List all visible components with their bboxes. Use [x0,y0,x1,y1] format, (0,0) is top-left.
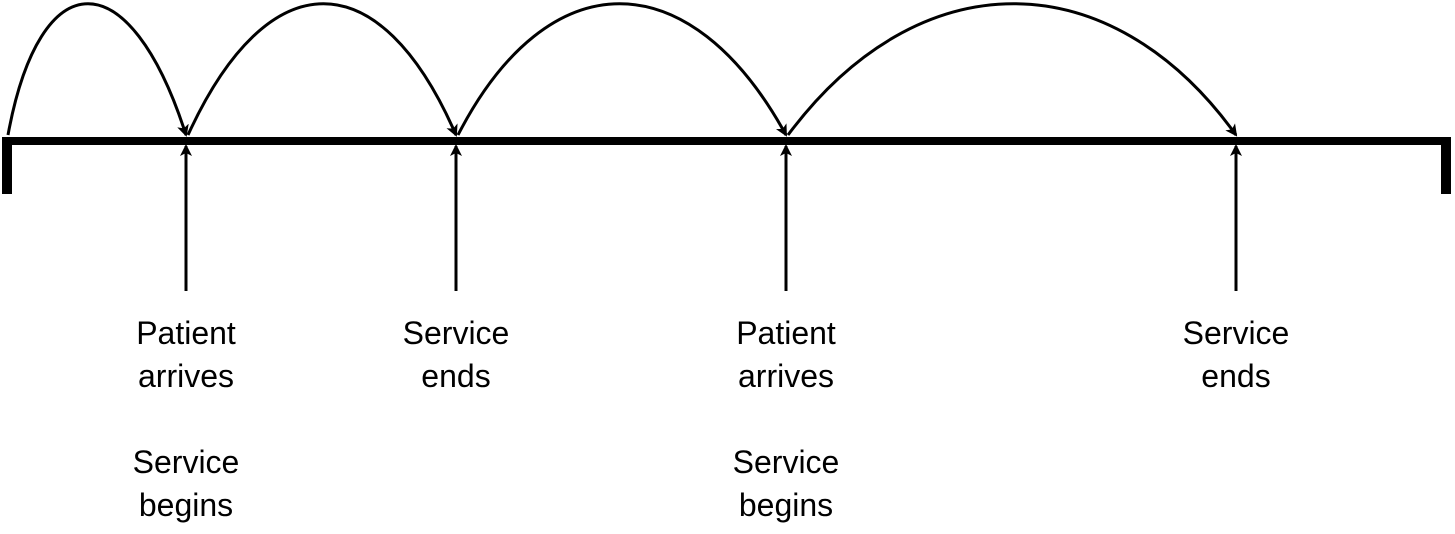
label-line: Service [402,315,510,351]
label-line: Service [1182,315,1290,351]
event-label-patient-arrives: Patient arrives Service begins [86,312,286,527]
label-line: Patient [136,315,236,351]
label-line: arrives [737,358,834,394]
hop-arc-2 [186,2,458,137]
label-line: arrives [137,358,234,394]
label-line: Service [132,444,240,480]
label-line: begins [138,487,234,523]
event-label-patient-arrives: Patient arrives Service begins [686,312,886,527]
label-line: begins [738,487,834,523]
hop-arc-4 [786,2,1238,137]
label-spacer [86,398,286,441]
label-line: ends [421,358,491,394]
label-spacer [686,398,886,441]
event-label-service-ends: Service ends [356,312,556,398]
event-label-service-ends: Service ends [1136,312,1336,398]
label-line: Service [732,444,840,480]
hop-arc-3 [456,2,788,137]
hop-arc-1 [6,2,189,137]
label-line: ends [1201,358,1271,394]
label-line: Patient [736,315,836,351]
